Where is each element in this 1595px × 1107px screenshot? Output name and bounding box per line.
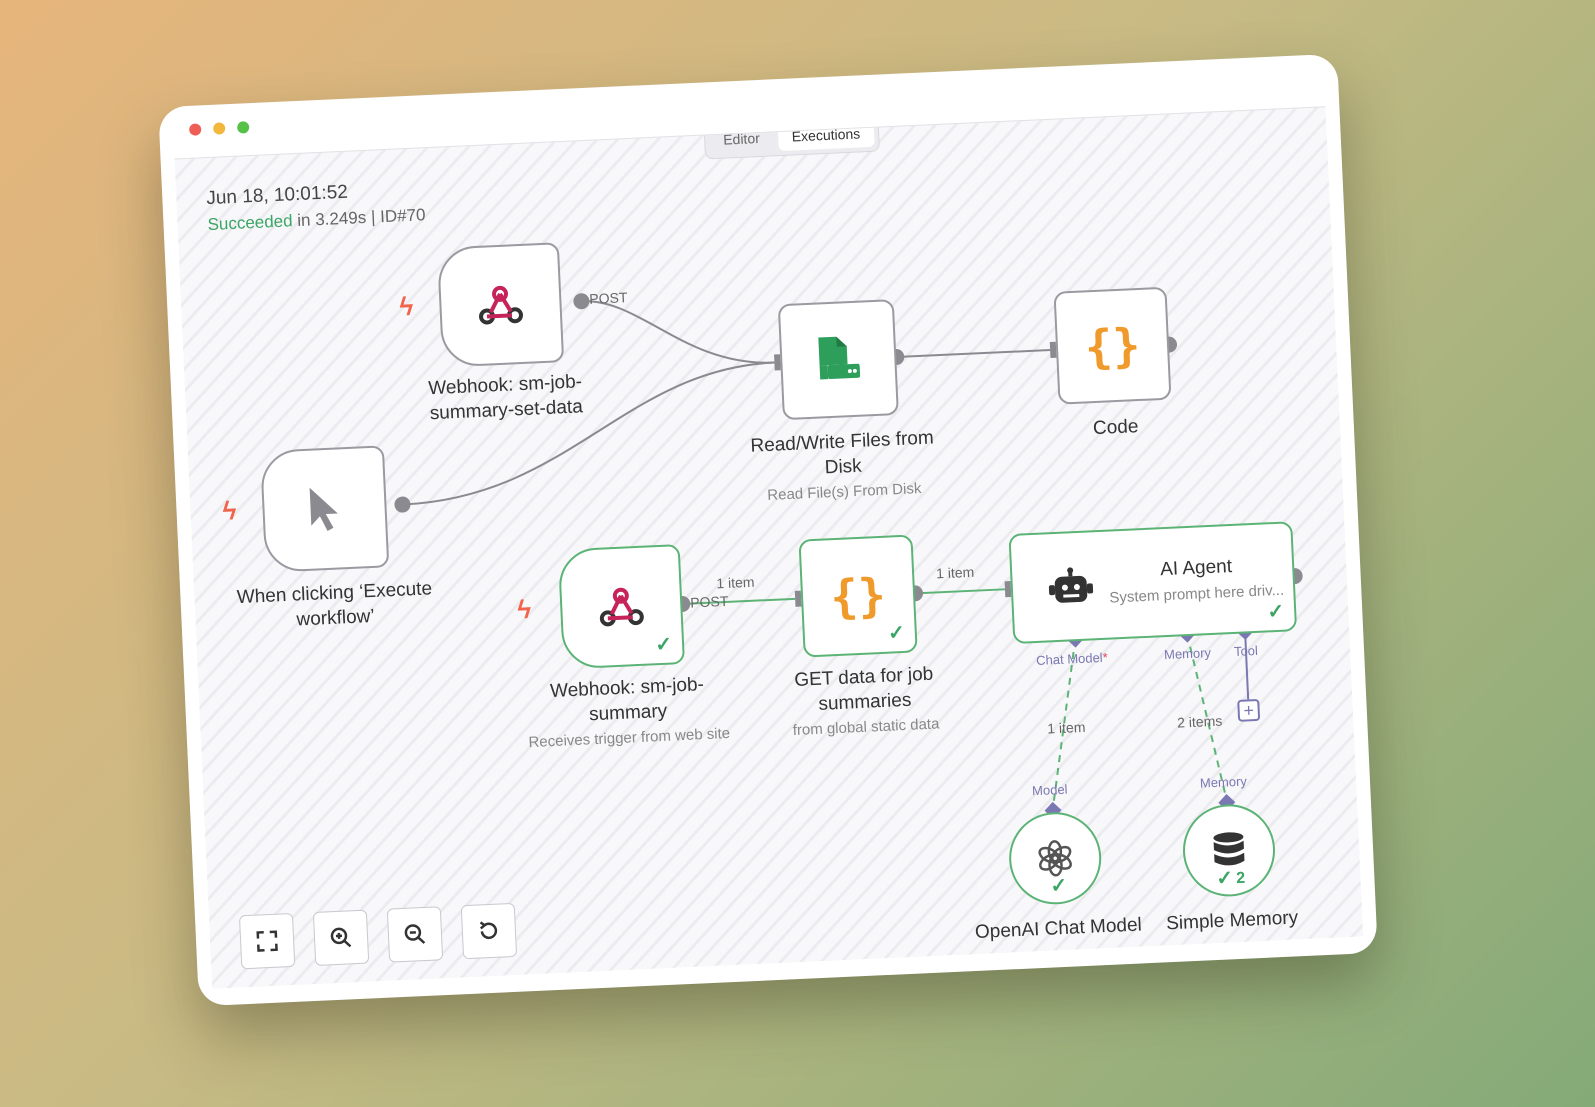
- openai-icon: [1038, 840, 1072, 877]
- node-openai-chat-model[interactable]: ✓: [1007, 810, 1104, 907]
- zoom-in-button[interactable]: [312, 909, 370, 966]
- port-label-memory: Memory: [1163, 645, 1212, 663]
- fullscreen-icon: [256, 930, 278, 952]
- success-check-icon: ✓: [654, 633, 673, 657]
- node-manual-trigger[interactable]: [259, 445, 390, 573]
- edge-webhook-summary-to-get: [682, 597, 796, 605]
- webhook-icon: [599, 587, 644, 627]
- code-braces-icon: {}: [1083, 317, 1142, 374]
- node-title: AI Agent: [1159, 556, 1233, 581]
- node-get-data[interactable]: {} ✓: [798, 534, 918, 658]
- port-label-model: Model: [1031, 781, 1068, 799]
- edge-label-post: POST: [588, 289, 628, 307]
- window-controls: [188, 121, 250, 136]
- edge-tool-link: [1244, 631, 1250, 700]
- node-code[interactable]: {}: [1053, 286, 1172, 405]
- trigger-bolt-icon: ϟ: [221, 495, 237, 526]
- workflow-canvas[interactable]: Editor Executions Jun 18, 10:01:52 Succe…: [174, 106, 1364, 989]
- success-check-icon: ✓: [1266, 600, 1285, 624]
- minimize-window-dot[interactable]: [212, 122, 226, 135]
- node-subtitle: System prompt here driv...: [1109, 581, 1285, 607]
- node-ai-agent[interactable]: AI Agent System prompt here driv... ✓: [1008, 521, 1298, 644]
- file-disk-icon: [818, 336, 861, 380]
- edge-memory-dashed: [1186, 633, 1228, 801]
- edge-item-count: 1 item: [1046, 718, 1086, 737]
- code-braces-icon: {}: [829, 567, 887, 625]
- edge-webhook-set-to-readwrite: [581, 300, 775, 364]
- node-title: GET data for job summaries: [793, 663, 934, 715]
- undo-icon: [479, 921, 498, 940]
- input-handle: [774, 354, 781, 371]
- zoom-in-icon: [330, 927, 352, 948]
- port-label-tool: Tool: [1233, 642, 1259, 659]
- webhook-icon: [479, 285, 523, 325]
- app-window: Editor Executions Jun 18, 10:01:52 Succe…: [158, 53, 1378, 1007]
- output-handle: [394, 496, 411, 513]
- input-handle: [794, 590, 802, 607]
- add-tool-button[interactable]: +: [1237, 698, 1261, 722]
- node-title: Webhook: sm-job- summary-set-data: [427, 371, 584, 425]
- edge-manual-to-readwrite: [402, 361, 775, 506]
- edge-get-to-agent: [914, 588, 1005, 595]
- trigger-bolt-icon: ϟ: [516, 593, 532, 625]
- node-webhook-set-data[interactable]: [436, 242, 565, 368]
- fit-view-button[interactable]: [238, 912, 296, 970]
- edge-model-dashed: [1051, 639, 1077, 809]
- port-label-memory: Memory: [1199, 773, 1248, 791]
- zoom-out-button[interactable]: [386, 906, 444, 963]
- cursor-icon: [309, 487, 338, 531]
- edge-item-count: 1 item: [716, 573, 755, 592]
- maximize-window-dot[interactable]: [236, 121, 250, 134]
- node-title: Read/Write Files from Disk: [750, 427, 935, 479]
- close-window-dot[interactable]: [188, 123, 202, 136]
- success-check-icon: ✓: [887, 621, 906, 645]
- output-handle: [573, 293, 590, 310]
- reset-zoom-button[interactable]: [460, 902, 518, 960]
- node-simple-memory[interactable]: ✓ 2: [1180, 802, 1278, 899]
- trigger-bolt-icon: ϟ: [398, 290, 414, 322]
- robot-icon: [1048, 567, 1094, 603]
- node-title: Webhook: sm-job- summary: [549, 674, 705, 726]
- database-icon: [1213, 832, 1245, 866]
- edge-readwrite-to-code: [896, 349, 1051, 359]
- edge-label-post: POST: [689, 592, 729, 611]
- run-count-badge: 2: [1235, 869, 1246, 888]
- zoom-out-icon: [404, 924, 426, 944]
- success-check-icon: ✓: [1049, 874, 1068, 898]
- edge-item-count: 2 items: [1176, 712, 1223, 731]
- node-webhook-summary[interactable]: ✓: [557, 544, 685, 670]
- node-title: Code: [1092, 416, 1139, 440]
- edge-item-count: 1 item: [935, 563, 975, 582]
- node-read-write-files[interactable]: [777, 299, 899, 421]
- success-check-icon: ✓: [1215, 867, 1234, 891]
- input-handle: [1049, 341, 1057, 359]
- input-handle: [1004, 581, 1012, 598]
